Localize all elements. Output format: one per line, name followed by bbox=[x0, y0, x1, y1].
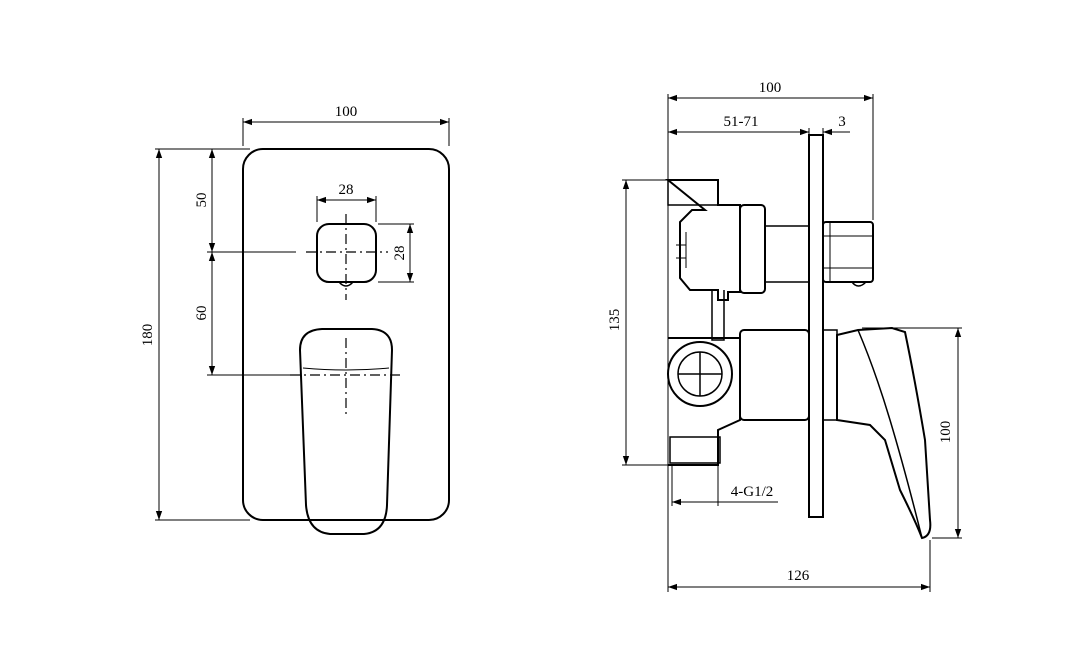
valve-neck bbox=[711, 290, 725, 341]
front-height-label: 180 bbox=[140, 324, 156, 347]
lever-handle-side bbox=[836, 326, 932, 540]
mixer-handle-front bbox=[298, 328, 394, 535]
upper-cartridge-body bbox=[739, 204, 766, 294]
depth-range-label: 51-71 bbox=[724, 114, 759, 130]
plate-thickness-label: 3 bbox=[838, 114, 846, 130]
cover-plate bbox=[242, 148, 450, 521]
lower-cartridge bbox=[739, 329, 810, 421]
upper-stem bbox=[764, 225, 810, 283]
side-height-label: 135 bbox=[607, 309, 623, 332]
side-view: 100 51-71 3 135 100 126 4-G1/2 bbox=[607, 80, 962, 592]
overall-depth-label: 126 bbox=[787, 568, 810, 584]
diverter-button bbox=[316, 223, 377, 283]
diverter-knob-side bbox=[822, 221, 874, 283]
lever-handle-side-edge bbox=[857, 329, 923, 539]
mixer-handle-front-inner bbox=[302, 367, 390, 371]
side-width-label: 100 bbox=[759, 80, 782, 96]
connection-label: 4-G1/2 bbox=[731, 484, 774, 500]
lower-cartridge-ring bbox=[822, 329, 838, 421]
handle-height-label: 100 bbox=[938, 421, 954, 444]
front-view: 100 180 50 60 28 28 bbox=[140, 104, 450, 535]
knob-base bbox=[851, 281, 867, 287]
front-center-spacing-label: 60 bbox=[194, 306, 210, 321]
front-width-label: 100 bbox=[335, 104, 358, 120]
button-height-label: 28 bbox=[392, 246, 408, 261]
valve-body bbox=[665, 179, 741, 301]
front-top-offset-label: 50 bbox=[194, 193, 210, 208]
diverter-button-base bbox=[338, 281, 354, 287]
outlet-bottom bbox=[669, 436, 721, 464]
lower-valve-body bbox=[668, 337, 741, 466]
wall-plate bbox=[808, 134, 824, 518]
button-width-label: 28 bbox=[339, 182, 354, 198]
